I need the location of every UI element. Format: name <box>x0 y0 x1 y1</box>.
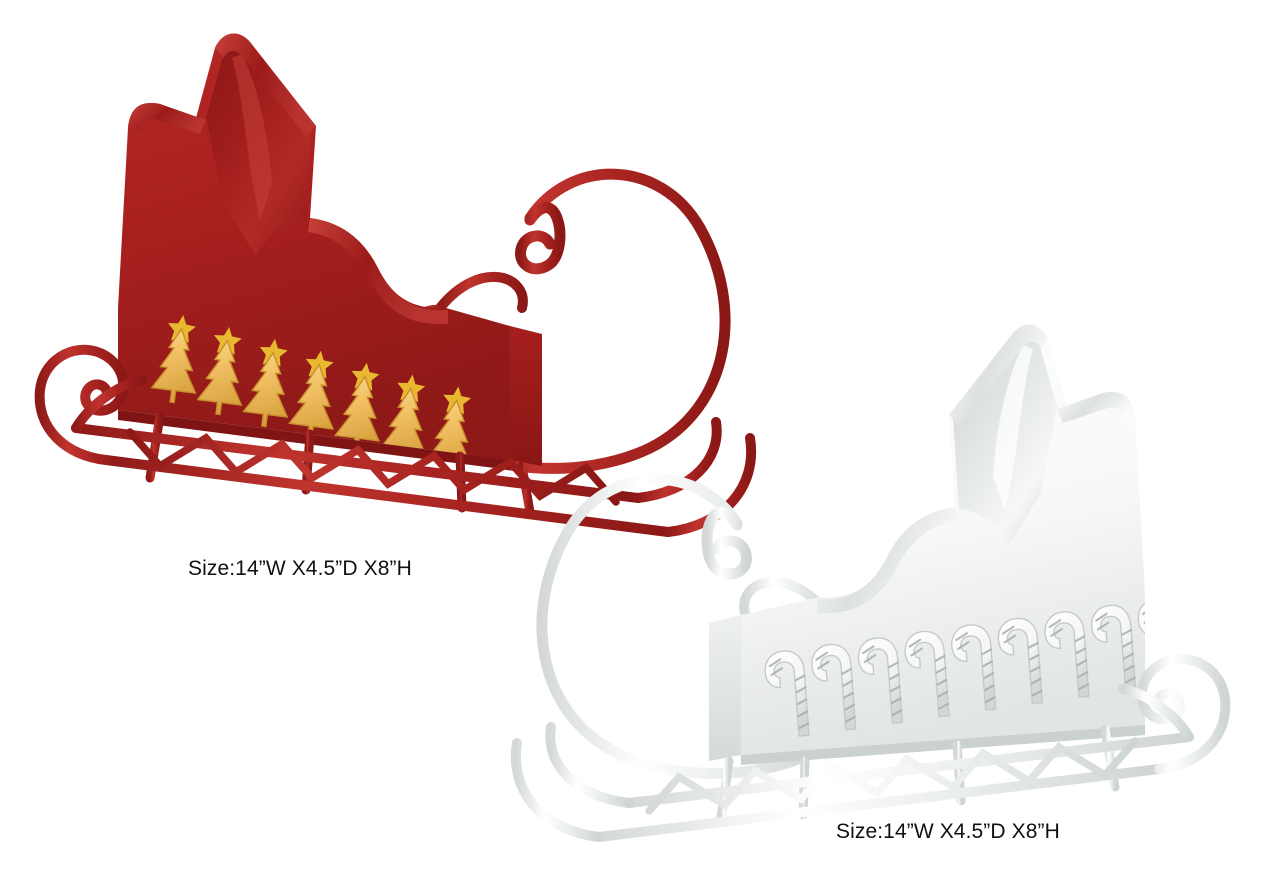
red-shoulder-rim <box>128 103 206 134</box>
white-shoulder-rim <box>1057 392 1135 423</box>
red-front-curl <box>34 344 147 465</box>
red-sleigh-illustration <box>34 33 757 537</box>
white-top-rim <box>949 324 1048 425</box>
candy-cane-motif <box>764 598 1145 737</box>
red-tree-motifs <box>150 315 472 460</box>
red-interior-highlight <box>232 54 272 220</box>
red-sleigh-product <box>10 8 770 537</box>
white-lattice-truss <box>645 737 1139 815</box>
red-sleigh-size-label: Size:14”W X4.5”D X8”H <box>188 557 412 580</box>
white-front-lip <box>817 507 957 614</box>
white-front-curl <box>1118 653 1231 774</box>
white-interior-highlight <box>993 345 1033 511</box>
white-sleigh-illustration <box>510 324 1231 842</box>
christmas-tree-motif <box>150 315 472 460</box>
white-body-bottom-edge <box>741 725 1145 765</box>
white-sleigh-product <box>505 324 1263 845</box>
white-rear-runner-tail <box>510 722 634 842</box>
white-body-end-panel <box>709 615 741 761</box>
red-top-rim <box>215 33 316 136</box>
red-lattice-truss <box>126 428 620 506</box>
red-rear-runner-tail <box>633 417 757 537</box>
white-runner-rails <box>594 732 1194 842</box>
red-front-lip <box>308 218 448 325</box>
red-body-end-panel <box>510 326 542 466</box>
white-sleigh-size-label: Size:14”W X4.5”D X8”H <box>836 820 1060 843</box>
white-candy-cane-motifs <box>764 598 1145 737</box>
red-rear-scrollwork <box>434 168 731 474</box>
